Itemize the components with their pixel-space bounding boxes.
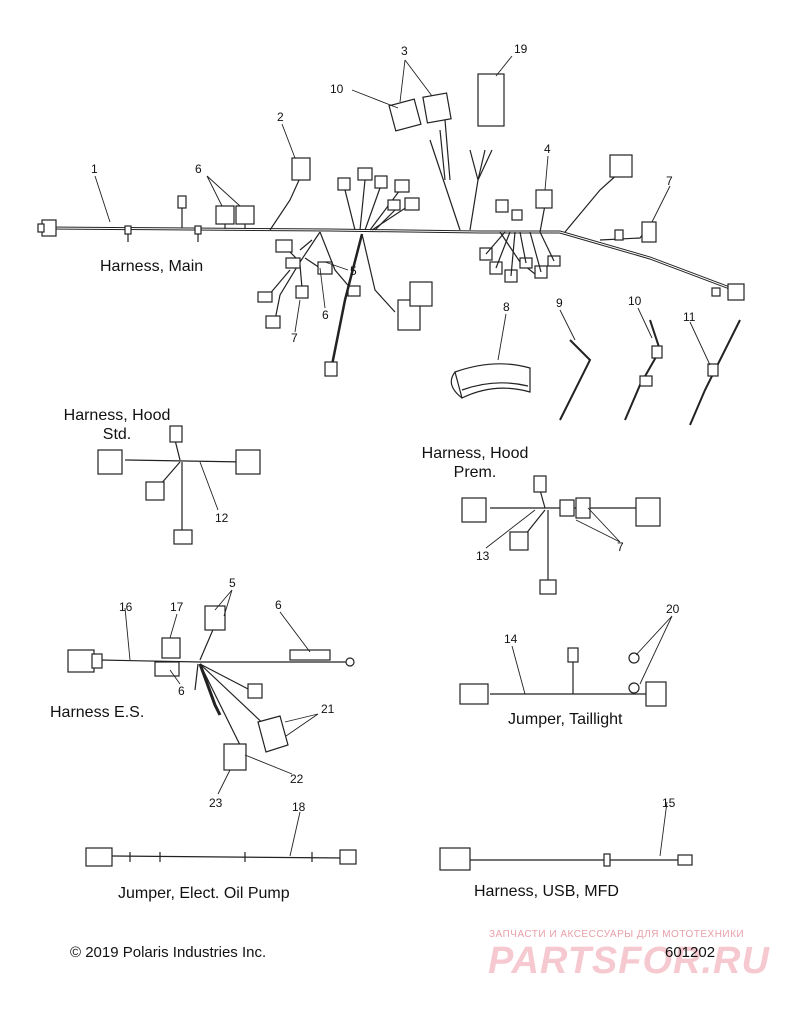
- label-jumper-oil-pump: Jumper, Elect. Oil Pump: [118, 885, 290, 902]
- hood-std-harness-drawing: [97, 425, 261, 545]
- label-harness-hood-std-1: Harness, Hood: [63, 407, 171, 424]
- label-jumper-taillight: Jumper, Taillight: [508, 711, 623, 728]
- callout-15: 15: [662, 796, 676, 810]
- callout-4: 4: [544, 142, 551, 156]
- label-harness-hood-std-2: Std.: [102, 426, 132, 443]
- label-harness-hood-prem-1: Harness, Hood: [421, 445, 529, 462]
- callout-20: 20: [666, 602, 680, 616]
- watermark-tagline: ЗАПЧАСТИ И АКСЕССУАРЫ ДЛЯ МОТОТЕХНИКИ: [489, 929, 745, 940]
- diagram-reference-number: 601202: [665, 944, 716, 961]
- label-harness-es: Harness E.S.: [50, 704, 145, 721]
- label-harness-hood-prem-2: Prem.: [453, 464, 497, 481]
- callout-7-hood-prem: 7: [617, 540, 624, 554]
- callout-10-top: 10: [330, 82, 344, 96]
- es-harness-drawing: [67, 605, 355, 771]
- callout-6-main-bottom: 6: [322, 308, 329, 322]
- usb-mfd-harness-drawing: [439, 847, 693, 871]
- oil-pump-jumper-drawing: [85, 847, 357, 867]
- hood-prem-harness-drawing: [461, 475, 661, 595]
- callout-10-clip: 10: [628, 294, 642, 308]
- label-harness-main: Harness, Main: [100, 258, 204, 275]
- callout-5-main: 5: [350, 264, 357, 278]
- main-harness-drawing: [37, 73, 745, 377]
- callout-7-main-left: 7: [291, 331, 298, 345]
- callout-14: 14: [504, 632, 518, 646]
- callout-5-es: 5: [229, 576, 236, 590]
- taillight-jumper-drawing: [459, 647, 667, 707]
- callout-9: 9: [556, 296, 563, 310]
- callout-19: 19: [514, 42, 528, 56]
- callout-7-main-right: 7: [666, 174, 673, 188]
- callout-8: 8: [503, 300, 510, 314]
- label-harness-usb-mfd: Harness, USB, MFD: [474, 883, 619, 900]
- watermark-logo: PARTSFOR.RU: [488, 940, 770, 982]
- callout-6-es-right: 6: [275, 598, 282, 612]
- callout-11: 11: [683, 310, 696, 324]
- callout-6-main-top: 6: [195, 162, 202, 176]
- callout-17: 17: [170, 600, 184, 614]
- callout-2: 2: [277, 110, 284, 124]
- leader-lines: [94, 55, 711, 857]
- callout-16: 16: [119, 600, 133, 614]
- callout-6-es-left: 6: [178, 684, 185, 698]
- callout-3: 3: [401, 44, 408, 58]
- callout-12: 12: [215, 511, 229, 525]
- callout-21: 21: [321, 702, 335, 716]
- callout-1: 1: [91, 162, 98, 176]
- accessory-items-drawing: [450, 319, 741, 426]
- callout-18: 18: [292, 800, 306, 814]
- callout-22: 22: [290, 772, 304, 786]
- callout-13: 13: [476, 549, 490, 563]
- callout-23: 23: [209, 796, 223, 810]
- copyright-notice: © 2019 Polaris Industries Inc.: [70, 944, 267, 961]
